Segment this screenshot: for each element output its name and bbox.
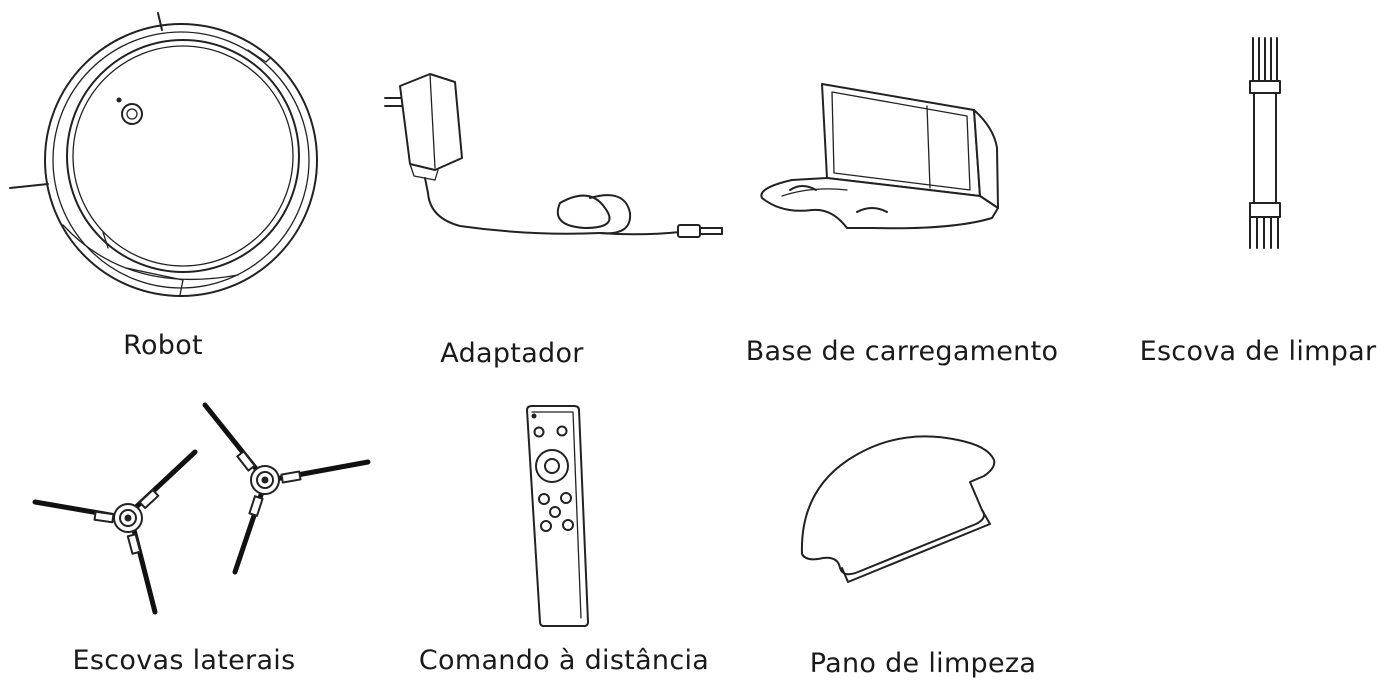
charging-base-icon <box>752 78 1000 238</box>
item-label-cleaning-brush: Escova de limpar <box>1139 336 1377 367</box>
item-label-mop-cloth: Pano de limpeza <box>809 648 1037 679</box>
cleaning-brush-icon <box>1240 36 1290 252</box>
item-label-robot: Robot <box>123 330 203 361</box>
power-adapter-icon <box>380 68 730 248</box>
item-label-side-brushes: Escovas laterais <box>72 645 296 676</box>
item-label-adapter: Adaptador <box>440 338 584 369</box>
mop-cloth-icon <box>798 432 1000 590</box>
robot-vacuum-icon <box>8 10 318 300</box>
side-brushes-icon <box>30 400 371 620</box>
item-label-remote-control: Comando à distância <box>418 645 710 676</box>
item-label-charging-base: Base de carregamento <box>745 336 1059 367</box>
remote-control-icon <box>522 404 592 628</box>
